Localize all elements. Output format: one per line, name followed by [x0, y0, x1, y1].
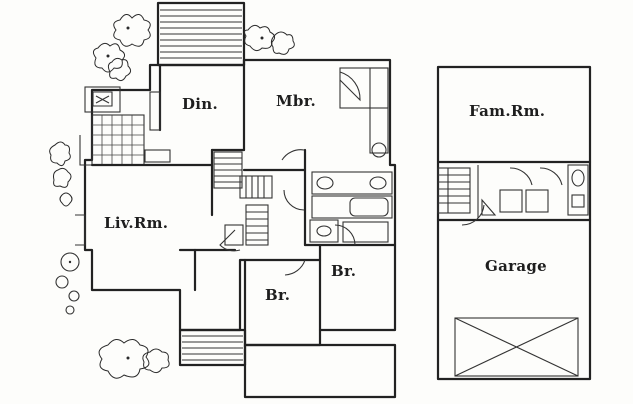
main-exterior-wall [83, 58, 397, 347]
room-label-living-room: Liv.Rm. [104, 214, 168, 232]
lower-utility [461, 164, 589, 226]
room-label-garage: Garage [485, 257, 547, 275]
main-floor-plan [75, 1, 397, 399]
room-label-dining: Din. [182, 95, 218, 113]
bottom-deck [178, 328, 397, 399]
top-deck [156, 1, 246, 67]
room-label-bedroom-1: Br. [331, 262, 356, 280]
room-label-master-bedroom: Mbr. [276, 92, 316, 110]
master-bath-fixtures [309, 67, 393, 243]
lower-floor-plan [436, 65, 592, 381]
fireplace-hearth [84, 86, 171, 166]
room-label-family-room: Fam.Rm. [469, 102, 545, 120]
landscaping-shrubs [49, 14, 295, 379]
garage-door [454, 317, 579, 377]
lower-exterior-wall [436, 65, 592, 381]
lower-stairs [437, 167, 471, 214]
room-label-bedroom-2: Br. [265, 286, 290, 304]
interior-stairs [213, 151, 273, 246]
